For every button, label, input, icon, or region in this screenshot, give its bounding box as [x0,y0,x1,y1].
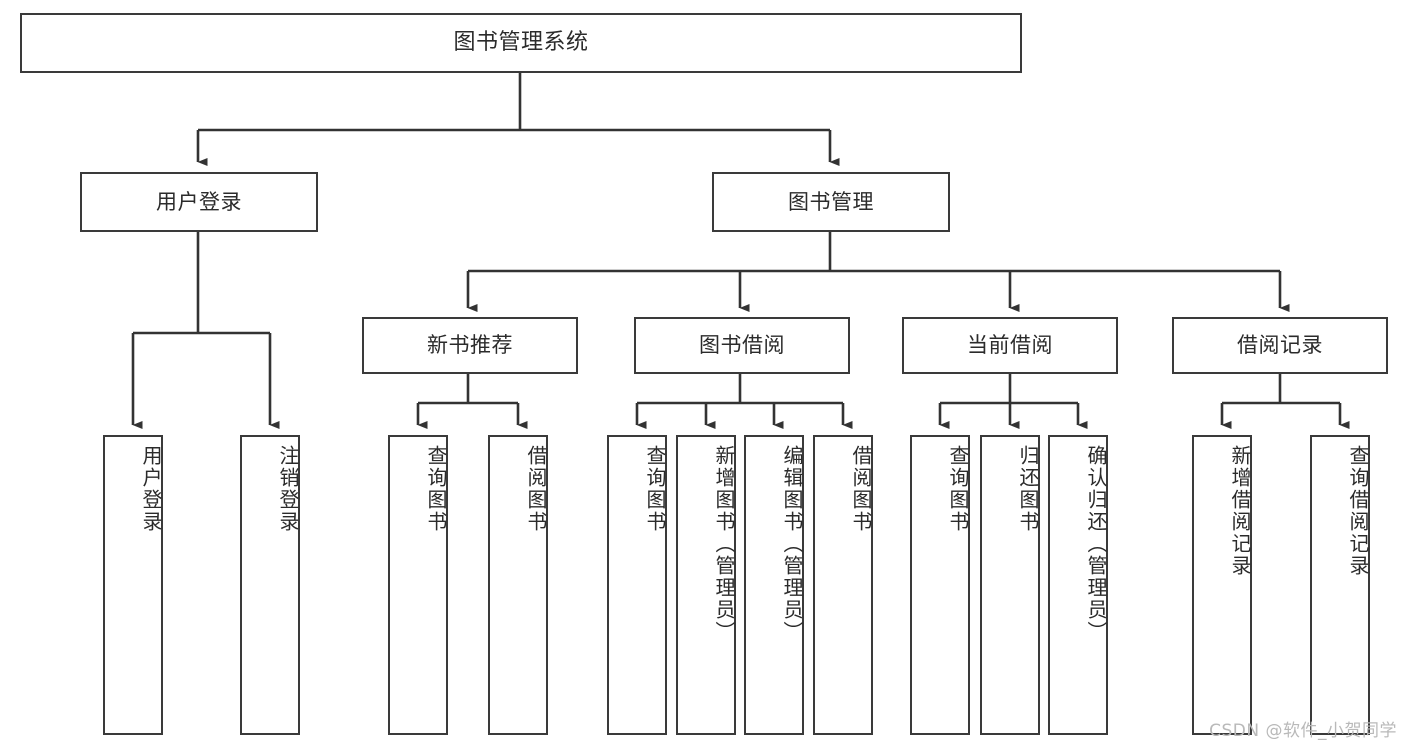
node-label: 借阅图书 [524,445,548,533]
node-label: 查询图书 [946,445,970,533]
node-label: 图书管理系统 [453,30,589,56]
node-borrow-record[interactable]: 借阅记录 [1172,317,1388,374]
node-label: 当前借阅 [967,333,1053,358]
node-label: 用户登录 [139,445,163,533]
node-leaf-query-book-recommend[interactable]: 查询图书 [388,435,448,735]
node-label: 新增图书（管理员） [712,445,736,643]
node-leaf-borrow-book[interactable]: 借阅图书 [813,435,873,735]
node-leaf-query-borrow-record[interactable]: 查询借阅记录 [1310,435,1370,735]
node-leaf-confirm-return[interactable]: 确认归还（管理员） [1048,435,1108,735]
node-leaf-return-book[interactable]: 归还图书 [980,435,1040,735]
node-label: 查询借阅记录 [1346,445,1370,577]
node-label: 新增借阅记录 [1228,445,1252,577]
node-label: 查询图书 [643,445,667,533]
watermark-text: CSDN @软件_小贺同学 [1209,721,1397,741]
node-new-book-recommend[interactable]: 新书推荐 [362,317,578,374]
node-label: 借阅记录 [1237,333,1323,358]
node-label: 图书管理 [788,189,874,214]
node-book-borrow[interactable]: 图书借阅 [634,317,850,374]
node-label: 确认归还（管理员） [1084,445,1108,643]
node-label: 借阅图书 [849,445,873,533]
node-label: 查询图书 [424,445,448,533]
node-leaf-user-login[interactable]: 用户登录 [103,435,163,735]
node-label: 图书借阅 [699,333,785,358]
node-leaf-add-borrow-record[interactable]: 新增借阅记录 [1192,435,1252,735]
node-label: 归还图书 [1016,445,1040,533]
node-label: 新书推荐 [427,333,513,358]
node-current-borrow[interactable]: 当前借阅 [902,317,1118,374]
node-label: 用户登录 [156,189,242,214]
node-book-management[interactable]: 图书管理 [712,172,950,232]
node-label: 注销登录 [276,445,300,533]
node-user-login[interactable]: 用户登录 [80,172,318,232]
node-leaf-add-book[interactable]: 新增图书（管理员） [676,435,736,735]
node-leaf-edit-book[interactable]: 编辑图书（管理员） [744,435,804,735]
node-leaf-borrow-book-recommend[interactable]: 借阅图书 [488,435,548,735]
node-leaf-query-book-borrow[interactable]: 查询图书 [607,435,667,735]
node-book-management-system[interactable]: 图书管理系统 [20,13,1022,73]
node-leaf-query-book-current[interactable]: 查询图书 [910,435,970,735]
node-label: 编辑图书（管理员） [780,445,804,643]
node-leaf-logout[interactable]: 注销登录 [240,435,300,735]
